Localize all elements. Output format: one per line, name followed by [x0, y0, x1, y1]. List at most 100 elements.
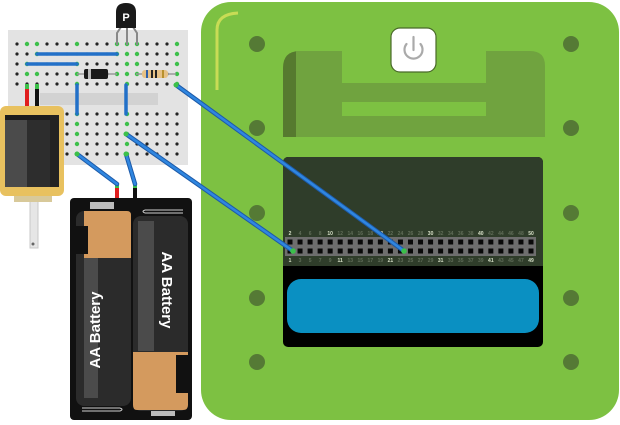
breadboard-hole[interactable] — [145, 152, 149, 156]
header-pin[interactable] — [528, 248, 534, 254]
header-pin[interactable] — [357, 248, 363, 254]
header-pin[interactable] — [468, 239, 474, 245]
header-pin[interactable] — [418, 248, 424, 254]
breadboard-hole-active[interactable] — [124, 61, 130, 67]
breadboard-hole[interactable] — [115, 132, 119, 136]
breadboard-hole[interactable] — [165, 82, 169, 86]
breadboard-hole[interactable] — [165, 132, 169, 136]
breadboard-hole[interactable] — [55, 82, 59, 86]
breadboard-hole[interactable] — [105, 42, 109, 46]
breadboard-hole[interactable] — [115, 62, 119, 66]
breadboard-hole[interactable] — [105, 82, 109, 86]
breadboard-hole[interactable] — [85, 132, 89, 136]
breadboard-hole[interactable] — [85, 42, 89, 46]
breadboard-hole-active[interactable] — [124, 141, 130, 147]
breadboard-hole[interactable] — [165, 62, 169, 66]
breadboard-hole[interactable] — [85, 142, 89, 146]
header-pin[interactable] — [528, 239, 534, 245]
breadboard-hole[interactable] — [145, 122, 149, 126]
breadboard-hole[interactable] — [145, 112, 149, 116]
breadboard-hole[interactable] — [155, 62, 159, 66]
header-pin[interactable] — [478, 248, 484, 254]
breadboard-hole[interactable] — [15, 62, 19, 66]
breadboard-hole[interactable] — [145, 42, 149, 46]
breadboard-hole[interactable] — [175, 152, 179, 156]
header-pin[interactable] — [448, 239, 454, 245]
breadboard-hole[interactable] — [155, 132, 159, 136]
breadboard-hole-active[interactable] — [34, 41, 40, 47]
breadboard-hole-active[interactable] — [124, 121, 130, 127]
breadboard-hole[interactable] — [115, 122, 119, 126]
breadboard-hole-active[interactable] — [74, 41, 80, 47]
header-pin[interactable] — [367, 239, 373, 245]
breadboard-hole[interactable] — [15, 42, 19, 46]
header-pin[interactable] — [428, 248, 434, 254]
header-pin[interactable] — [428, 239, 434, 245]
breadboard-hole[interactable] — [105, 122, 109, 126]
breadboard-hole-active[interactable] — [34, 71, 40, 77]
breadboard-hole[interactable] — [135, 152, 139, 156]
breadboard-hole[interactable] — [155, 82, 159, 86]
breadboard-hole[interactable] — [95, 82, 99, 86]
breadboard-hole-active[interactable] — [24, 41, 30, 47]
breadboard-hole[interactable] — [165, 112, 169, 116]
header-pin[interactable] — [347, 248, 353, 254]
header-pin[interactable] — [297, 239, 303, 245]
breadboard-hole[interactable] — [145, 132, 149, 136]
breadboard-hole[interactable] — [65, 112, 69, 116]
header-pin[interactable] — [377, 239, 383, 245]
breadboard-hole[interactable] — [65, 42, 69, 46]
breadboard-hole[interactable] — [45, 42, 49, 46]
header-pin[interactable] — [498, 248, 504, 254]
breadboard-hole[interactable] — [145, 82, 149, 86]
header-pin[interactable] — [488, 248, 494, 254]
breadboard-hole[interactable] — [105, 132, 109, 136]
header-pin[interactable] — [317, 239, 323, 245]
breadboard-hole[interactable] — [95, 152, 99, 156]
breadboard-hole[interactable] — [115, 112, 119, 116]
breadboard-hole[interactable] — [95, 42, 99, 46]
breadboard-hole[interactable] — [155, 42, 159, 46]
header-pin[interactable] — [307, 248, 313, 254]
header-pin[interactable] — [297, 248, 303, 254]
breadboard-hole[interactable] — [175, 112, 179, 116]
header-pin[interactable] — [287, 239, 293, 245]
breadboard-hole[interactable] — [85, 122, 89, 126]
breadboard-hole-active[interactable] — [24, 71, 30, 77]
breadboard-hole[interactable] — [135, 122, 139, 126]
header-pin[interactable] — [448, 248, 454, 254]
breadboard-hole[interactable] — [145, 62, 149, 66]
breadboard-hole[interactable] — [175, 142, 179, 146]
breadboard-hole[interactable] — [15, 82, 19, 86]
breadboard-hole-active[interactable] — [174, 71, 180, 77]
breadboard-hole[interactable] — [65, 142, 69, 146]
header-pin[interactable] — [337, 248, 343, 254]
header-pin[interactable] — [508, 248, 514, 254]
header-pin[interactable] — [518, 239, 524, 245]
header-pin[interactable] — [408, 239, 413, 245]
breadboard-hole[interactable] — [45, 82, 49, 86]
breadboard-hole[interactable] — [95, 112, 99, 116]
header-pin[interactable] — [468, 248, 474, 254]
breadboard-hole-active[interactable] — [124, 51, 130, 57]
breadboard-hole-active[interactable] — [74, 141, 80, 147]
breadboard-hole[interactable] — [165, 42, 169, 46]
breadboard-hole-active[interactable] — [174, 41, 180, 47]
header-pin[interactable] — [327, 248, 333, 254]
breadboard-hole[interactable] — [155, 52, 159, 56]
header-pin[interactable] — [438, 239, 444, 245]
breadboard-hole[interactable] — [175, 122, 179, 126]
header-pin[interactable] — [408, 248, 413, 254]
header-pin[interactable] — [347, 239, 353, 245]
header-pin[interactable] — [387, 248, 393, 254]
breadboard-hole[interactable] — [165, 122, 169, 126]
breadboard-hole[interactable] — [165, 52, 169, 56]
breadboard-hole[interactable] — [95, 132, 99, 136]
breadboard-hole[interactable] — [165, 142, 169, 146]
breadboard-hole[interactable] — [85, 112, 89, 116]
breadboard-hole[interactable] — [85, 82, 89, 86]
header-pin[interactable] — [518, 248, 524, 254]
breadboard-hole[interactable] — [95, 62, 99, 66]
breadboard-hole[interactable] — [25, 52, 29, 56]
breadboard-hole[interactable] — [15, 72, 19, 76]
